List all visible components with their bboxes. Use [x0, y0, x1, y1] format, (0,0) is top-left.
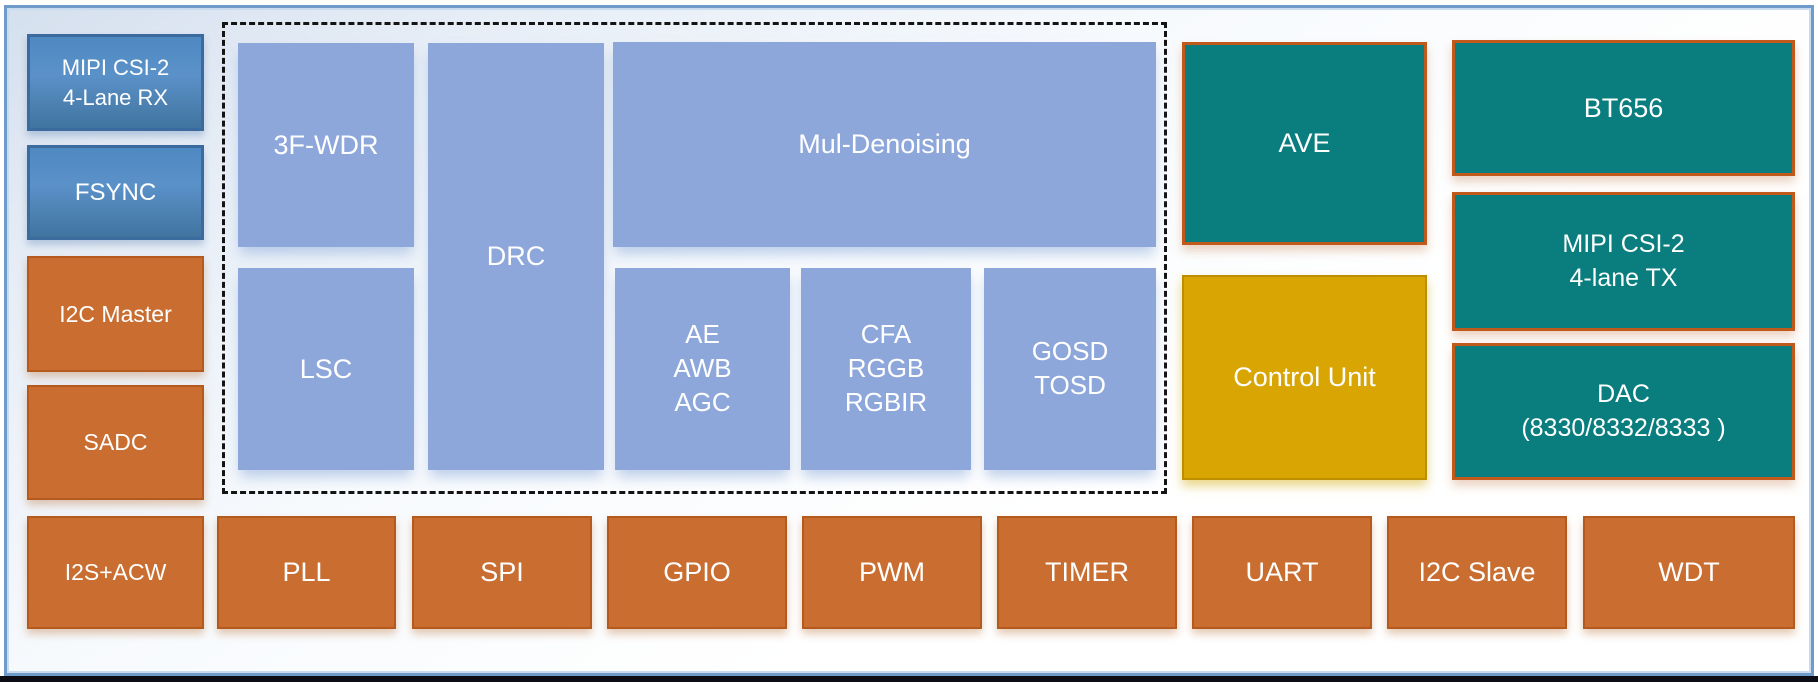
block-label: GPIO [663, 557, 731, 587]
block-label: CFA [860, 319, 912, 350]
block-label: WDT [1658, 557, 1720, 587]
block-control-unit: Control Unit [1182, 275, 1427, 480]
block-cfa-rggb-rgbir: CFA RGGB RGBIR [801, 268, 971, 470]
block-sadc: SADC [27, 385, 204, 500]
block-label: UART [1245, 557, 1319, 587]
block-label: FSYNC [74, 178, 157, 206]
block-mipi-csi2-tx: MIPI CSI-2 4-lane TX [1452, 192, 1795, 331]
block-label: RGGB [847, 353, 925, 384]
block-label: I2C Slave [1418, 557, 1536, 587]
block-bt656: BT656 [1452, 40, 1795, 176]
block-i2c-slave: I2C Slave [1387, 516, 1567, 629]
block-spi: SPI [412, 516, 592, 629]
bottom-edge-bar [0, 676, 1818, 682]
block-label: AWB [673, 353, 732, 384]
block-timer: TIMER [997, 516, 1177, 629]
block-label: GOSD [1031, 336, 1109, 367]
block-pwm: PWM [802, 516, 982, 629]
block-label: 4-Lane RX [62, 84, 169, 110]
block-label: (8330/8332/8333 ) [1521, 413, 1726, 442]
block-label: AGC [674, 386, 731, 417]
block-label: SADC [83, 429, 148, 455]
block-drc: DRC [428, 43, 604, 470]
block-label: 4-lane TX [1569, 263, 1678, 292]
block-mipi-csi2-rx: MIPI CSI-2 4-Lane RX [27, 34, 204, 131]
block-label: Mul-Denoising [798, 129, 971, 159]
block-pll: PLL [217, 516, 396, 629]
block-label: PWM [859, 557, 925, 587]
block-dac: DAC (8330/8332/8333 ) [1452, 343, 1795, 480]
block-label: MIPI CSI-2 [61, 55, 170, 81]
block-label: DAC [1597, 379, 1650, 408]
block-ae-awb-agc: AE AWB AGC [615, 268, 790, 470]
block-uart: UART [1192, 516, 1372, 629]
block-label: I2S+ACW [64, 559, 167, 585]
block-label: AE [685, 319, 720, 350]
block-label: SPI [480, 557, 524, 587]
block-label: AVE [1278, 128, 1331, 158]
block-label: TIMER [1045, 557, 1129, 587]
block-label: PLL [282, 557, 331, 587]
block-label: BT656 [1583, 92, 1664, 123]
block-label: I2C Master [59, 300, 172, 327]
block-label: 3F-WDR [273, 129, 379, 160]
block-gosd-tosd: GOSD TOSD [984, 268, 1156, 470]
block-label: Control Unit [1233, 362, 1376, 392]
block-ave: AVE [1182, 42, 1427, 245]
block-label: DRC [486, 241, 546, 271]
block-label: LSC [299, 353, 353, 384]
block-label: MIPI CSI-2 [1562, 229, 1685, 258]
block-i2c-master: I2C Master [27, 256, 204, 372]
block-label: RGBIR [844, 386, 928, 417]
block-3f-wdr: 3F-WDR [238, 43, 414, 247]
block-mul-denoising: Mul-Denoising [613, 42, 1156, 247]
block-gpio: GPIO [607, 516, 787, 629]
block-fsync: FSYNC [27, 145, 204, 240]
block-lsc: LSC [238, 268, 414, 470]
block-wdt: WDT [1583, 516, 1795, 629]
block-label: TOSD [1034, 370, 1106, 400]
block-i2s-acw: I2S+ACW [27, 516, 204, 629]
